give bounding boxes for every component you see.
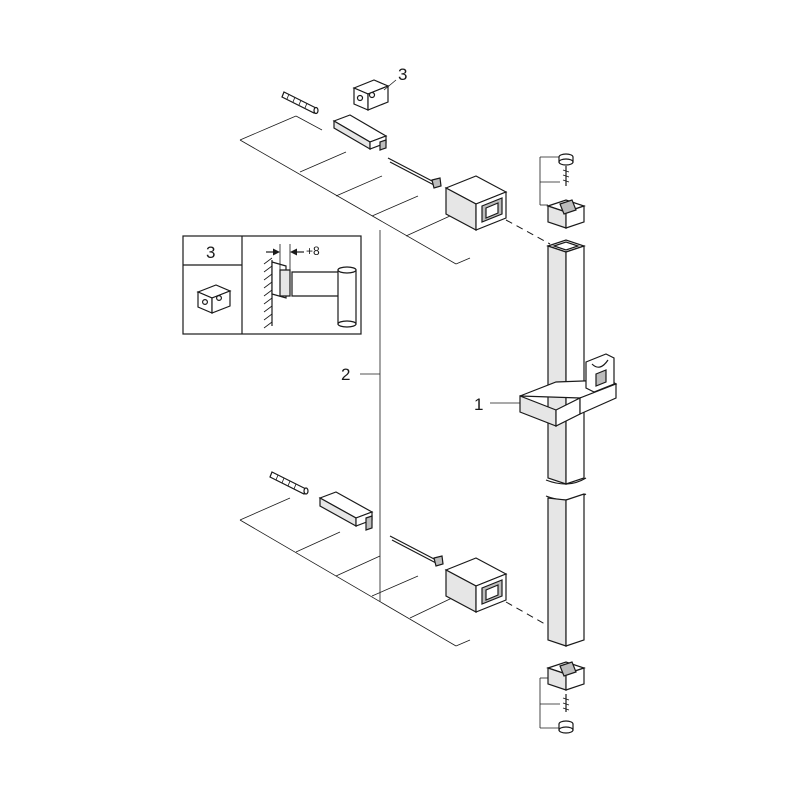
rail-lower-section [547,493,585,647]
top-end-cap [558,153,574,186]
bottom-mounting-plate [318,491,374,531]
bottom-wall-plane [239,497,471,647]
bottom-end-cap [558,694,574,734]
spacer-part [352,79,390,111]
top-alignment-line [505,219,551,245]
top-callout-bracket [539,156,560,206]
bottom-wall-anchor [269,471,309,495]
inset-spacer-part [196,284,232,314]
bottom-wall-bracket-block [444,557,508,613]
top-wall-plane [239,115,471,265]
top-mounting-plate [332,114,388,151]
part-2-leader [360,230,381,602]
top-rail-bracket [546,199,586,229]
label-part-2: 2 [341,365,350,384]
rail-upper-section [546,239,586,485]
inset-dimension-label: +8 [306,244,320,258]
top-wall-anchor [281,91,319,115]
label-part-1: 1 [474,395,483,414]
inset-wall-section [263,257,291,329]
bottom-rail-bracket [546,661,586,691]
inset-dimension-arrows [266,244,304,270]
inset-rail-bracket [291,266,357,328]
part-3-leader [383,79,397,91]
bottom-alignment-line [505,601,553,629]
label-part-3: 3 [398,65,407,84]
top-screw [387,157,442,189]
top-wall-bracket-block [444,175,508,231]
bottom-callout-bracket [539,677,560,729]
shower-head-holder-slider [519,353,618,427]
bottom-screw [389,535,444,567]
detail-inset [182,235,362,335]
inset-label-part: 3 [206,243,215,262]
